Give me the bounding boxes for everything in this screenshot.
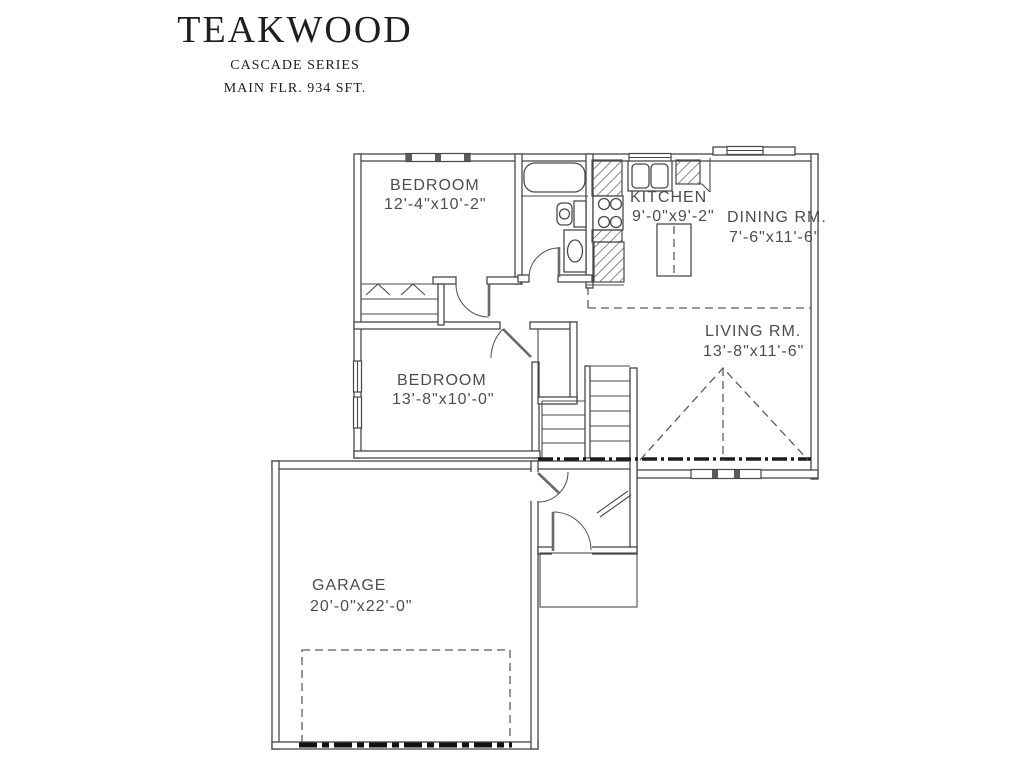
doors <box>455 247 632 555</box>
refrigerator-icon <box>593 241 625 283</box>
garage-dims: 20'-0"x22'-0" <box>310 598 413 615</box>
sink-basin-icon <box>650 163 669 189</box>
bathroom-door-arc <box>528 247 560 279</box>
plan-area: MAIN FLR. 934 SFT. <box>223 80 367 96</box>
wall-bath-south-left <box>517 274 530 283</box>
plan-title: TEAKWOOD <box>177 9 413 51</box>
wall-closet1-right <box>437 283 445 326</box>
burner-icon <box>597 197 611 211</box>
ceiling-lines <box>538 287 811 461</box>
kitchen-fixtures <box>586 158 711 286</box>
bedroom1-dims: 12'-4"x10'-2" <box>384 196 487 213</box>
hanger-icon <box>400 283 426 296</box>
entry-angled-wall <box>596 490 629 514</box>
burner-icon <box>609 215 623 229</box>
bedroom1-door-arc <box>455 283 490 318</box>
front-door-arc <box>552 511 592 551</box>
counter-icon <box>591 159 623 197</box>
hanger-icon <box>365 283 391 296</box>
bedroom2-label: BEDROOM <box>397 372 487 389</box>
windows <box>352 145 764 480</box>
wall-bed1-south-right <box>486 276 522 285</box>
wall-bed1-south-left <box>432 276 457 285</box>
vault-ceiling-lines <box>639 367 809 461</box>
dining-dims: 7'-6"x11'-6" <box>729 229 820 246</box>
garage-label: GARAGE <box>312 577 386 594</box>
counter-icon <box>591 229 623 243</box>
title-block: TEAKWOOD CASCADE SERIES MAIN FLR. 934 SF… <box>115 9 475 97</box>
toilet-tank-icon <box>573 200 587 228</box>
bedroom1-label: BEDROOM <box>390 177 480 194</box>
garage-door-opening <box>530 472 539 501</box>
bedroom2-dims: 13'-8"x10'-0" <box>392 391 495 408</box>
dining-label: DINING RM. <box>727 209 827 226</box>
wall-bath-south-right <box>557 274 593 283</box>
front-door-opening <box>552 546 592 555</box>
bedroom2-door-arc <box>490 328 504 359</box>
wall-garage-top <box>271 460 638 470</box>
living-dims: 13'-8"x11'-6" <box>703 343 804 360</box>
wall-bed1-bath <box>514 153 523 285</box>
bathroom <box>521 162 588 273</box>
corner-cabinet-icon <box>675 159 701 185</box>
room-labels: BEDROOM 12'-4"x10'-2" KITCHEN 9'-0"x9'-2… <box>310 177 827 615</box>
bedroom2-door-leaf <box>502 328 532 358</box>
interior-walls <box>353 153 594 459</box>
kitchen-label: KITCHEN <box>630 189 707 206</box>
wall-garage-right <box>530 460 539 750</box>
wall-closet2-right <box>569 321 578 404</box>
wall-bed2-south <box>353 450 541 459</box>
toilet-icon <box>558 208 571 220</box>
garage-entry-door-leaf <box>537 472 560 494</box>
wall-right <box>810 153 819 480</box>
vanity-sink-icon <box>566 239 584 263</box>
wall-hall-closet-top <box>529 321 577 330</box>
garage-area <box>299 552 638 748</box>
sink-basin-icon <box>631 163 650 189</box>
bathtub-icon <box>523 162 586 193</box>
entry-angled-wall <box>599 494 632 518</box>
living-label: LIVING RM. <box>705 323 801 340</box>
garage-entry-door-arc <box>537 471 569 503</box>
front-porch <box>539 552 638 608</box>
wall-bed2-north <box>353 321 501 330</box>
living-window <box>690 468 762 480</box>
kitchen-dims: 9'-0"x9'-2" <box>632 208 715 225</box>
burner-icon <box>609 197 623 211</box>
stair-stringer <box>584 365 591 459</box>
bedroom1-closet <box>361 283 438 315</box>
burner-icon <box>597 215 611 229</box>
garage-pad-dashed <box>301 649 511 743</box>
wall-garage-left <box>271 460 280 750</box>
stairs <box>541 365 630 459</box>
plan-series: CASCADE SERIES <box>230 57 360 73</box>
